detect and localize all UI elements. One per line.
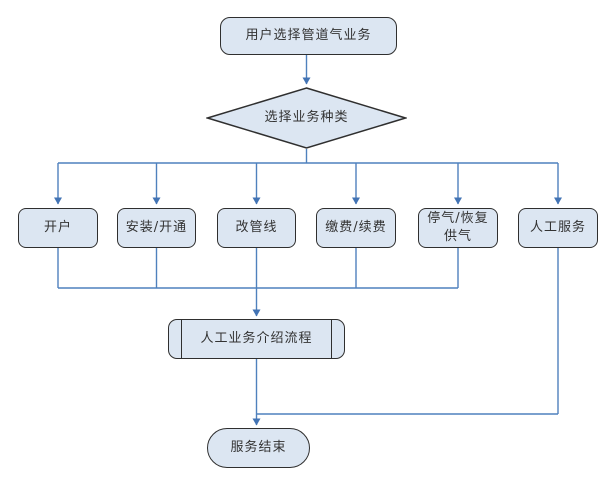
decision-node: 选择业务种类 [206,87,407,149]
process-open-account-label: 开户 [43,220,72,236]
process-change-pipeline: 改管线 [217,208,296,248]
decision-label: 选择业务种类 [264,110,349,126]
start-terminator-label: 用户选择管道气业务 [245,28,372,44]
predefined-process-intro-label: 人工业务介绍流程 [200,331,313,347]
process-pay-renew: 缴费/续费 [316,208,396,248]
process-pay-renew-label: 缴费/续费 [325,220,387,236]
predefined-process-intro: 人工业务介绍流程 [168,319,345,359]
process-change-pipeline-label: 改管线 [235,220,278,236]
process-open-account: 开户 [18,208,98,248]
process-install-activate: 安装/开通 [117,208,196,248]
start-terminator-node: 用户选择管道气业务 [220,17,397,55]
process-install-activate-label: 安装/开通 [125,220,188,236]
end-terminator-node: 服务结束 [207,428,310,468]
process-manual-service: 人工服务 [518,208,598,248]
process-stop-resume-gas-label: 停气/恢复供气 [427,211,489,244]
process-stop-resume-gas: 停气/恢复供气 [418,208,498,248]
process-manual-service-label: 人工服务 [529,220,586,236]
diamond-shape [206,87,407,149]
end-terminator-label: 服务结束 [230,440,287,456]
